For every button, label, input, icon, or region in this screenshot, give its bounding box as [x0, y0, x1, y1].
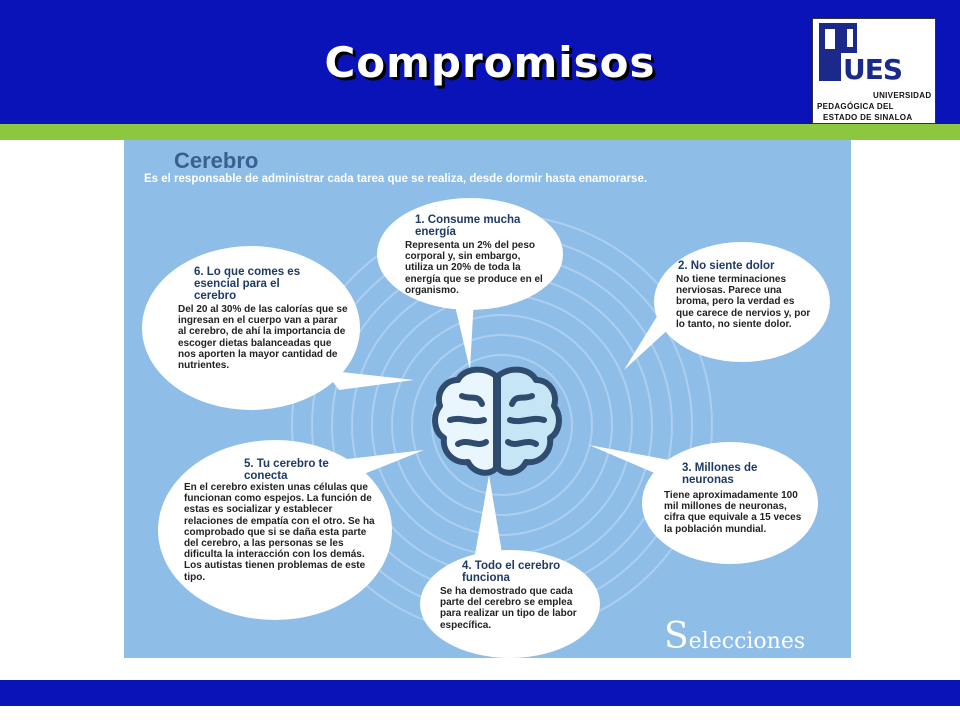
fact-bubble-6: 6. Lo que comes es esencial para el cere…: [142, 246, 360, 410]
logo-letters: UES: [843, 53, 903, 86]
university-logo: UES UNIVERSIDAD PEDAGÓGICA DEL ESTADO DE…: [812, 18, 936, 124]
logo-line-1: UNIVERSIDAD: [873, 91, 932, 100]
fact-1-body: Representa un 2% del peso corporal y, si…: [405, 240, 543, 296]
fact-1-title: 1. Consume mucha energía: [415, 214, 521, 238]
fact-2-title: 2. No siente dolor: [678, 260, 775, 272]
fact-bubble-3: 3. Millones de neuronas Tiene aproximada…: [642, 442, 818, 564]
slide-header: [0, 0, 960, 124]
infographic-title: Cerebro: [174, 148, 259, 173]
fact-bubble-2: 2. No siente dolor No tiene terminacione…: [654, 242, 830, 362]
slide-footer: [0, 680, 960, 706]
infographic-subtitle: Es el responsable de administrar cada ta…: [144, 173, 648, 185]
brand-initial: S: [664, 616, 689, 657]
fact-bubble-1: 1. Consume mucha energía Representa un 2…: [377, 198, 563, 310]
fact-3-title: 3. Millones de neuronas: [682, 462, 758, 486]
accent-band: [0, 124, 960, 140]
brain-icon: [432, 366, 562, 476]
logo-mark: [819, 23, 857, 81]
fact-5-title: 5. Tu cerebro te conecta: [244, 458, 329, 482]
fact-4-title: 4. Todo el cerebro funciona: [462, 560, 561, 584]
slide-title: Compromisos: [324, 38, 656, 87]
fact-4-body: Se ha demostrado que cada parte del cere…: [440, 586, 577, 631]
logo-line-3: ESTADO DE SINALOA: [823, 113, 913, 122]
brain-infographic: Cerebro Es el responsable de administrar…: [124, 140, 851, 658]
fact-2-body: No tiene terminaciones nerviosas. Parece…: [676, 274, 811, 330]
fact-6-body: Del 20 al 30% de las calorías que se ing…: [178, 304, 348, 372]
brand-logo: Selecciones: [664, 616, 805, 657]
brand-name: elecciones: [688, 629, 806, 654]
logo-line-2: PEDAGÓGICA DEL: [817, 102, 894, 111]
fact-bubble-4: 4. Todo el cerebro funciona Se ha demost…: [420, 550, 600, 658]
fact-3-body: Tiene aproximadamente 100 mil millones d…: [664, 490, 802, 535]
fact-5-body: En el cerebro existen unas células que f…: [184, 482, 375, 583]
fact-6-title: 6. Lo que comes es esencial para el cere…: [194, 266, 301, 302]
fact-bubble-5: 5. Tu cerebro te conecta En el cerebro e…: [158, 440, 392, 620]
